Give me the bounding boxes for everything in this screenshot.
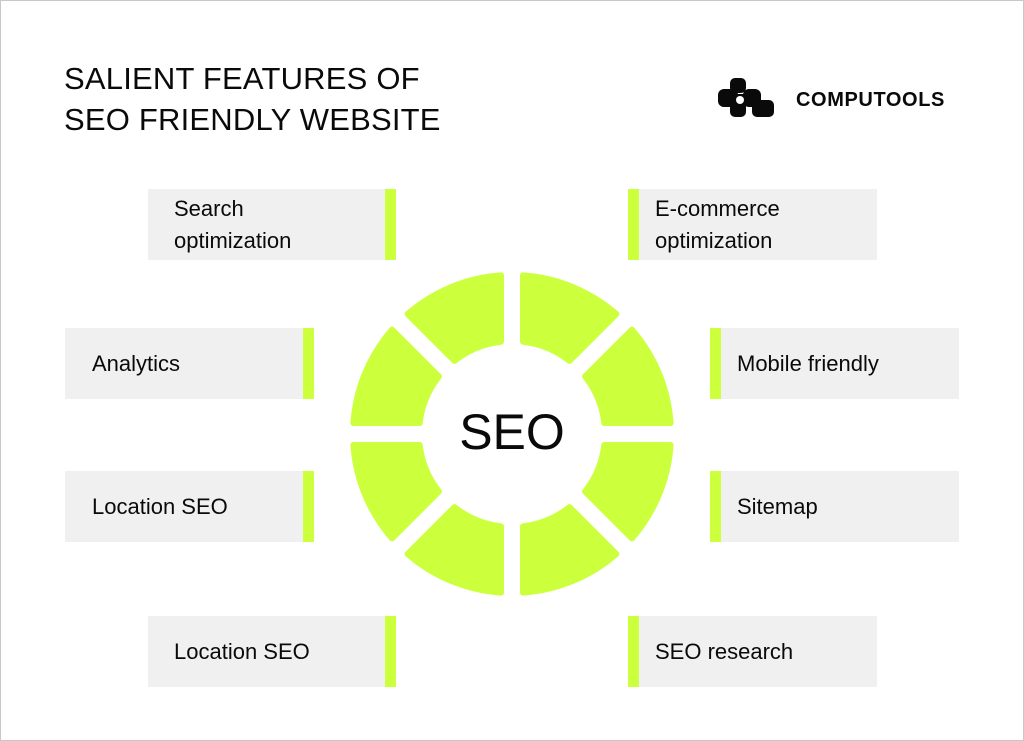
feature-label: Search optimization [148,193,291,257]
title-line-1: SALIENT FEATURES OF [64,61,420,96]
seo-ring-diagram [350,272,674,596]
ring-segment [350,326,442,426]
feature-card-ecommerce-optimization: E-commerce optimization [628,189,877,260]
accent-bar [385,189,396,260]
brand-name: COMPUTOOLS [796,88,945,111]
accent-bar [710,471,721,542]
ring-segment [520,272,620,364]
feature-label-line: optimization [655,227,773,253]
feature-label-line: optimization [174,227,292,253]
feature-card-seo-research: SEO research [628,616,877,687]
center-label: SEO [459,404,565,460]
title-line-2: SEO FRIENDLY WEBSITE [64,102,441,137]
feature-label: Analytics [92,350,181,376]
feature-card-location-seo-2: Location SEO [148,616,396,687]
feature-label: Location SEO [92,493,228,519]
feature-card-search-optimization: Search optimization [148,189,396,260]
ring-segment [404,504,504,596]
accent-bar [710,328,721,399]
feature-card-analytics: Analytics [65,328,314,399]
accent-bar [385,616,396,687]
feature-label-line: Search [174,195,244,221]
ring-segment [520,504,620,596]
feature-label: E-commerce optimization [628,193,780,257]
page-title: SALIENT FEATURES OF SEO FRIENDLY WEBSITE [64,58,441,140]
feature-card-sitemap: Sitemap [710,471,959,542]
feature-label: Sitemap [737,493,818,519]
accent-bar [628,189,639,260]
ring-segment [582,326,674,426]
feature-card-location-seo: Location SEO [65,471,314,542]
accent-bar [303,471,314,542]
accent-bar [303,328,314,399]
accent-bar [628,616,639,687]
feature-card-mobile-friendly: Mobile friendly [710,328,959,399]
ring-segment [350,442,442,542]
ring-segment [582,442,674,542]
brand-logo: COMPUTOOLS [716,78,945,120]
feature-label: SEO research [655,638,794,664]
feature-label-line: E-commerce [655,195,780,221]
ring-segment [404,272,504,364]
computools-logo-icon [718,78,774,117]
feature-label: Location SEO [174,638,310,664]
feature-label: Mobile friendly [737,350,879,376]
ring-segments [350,272,674,596]
